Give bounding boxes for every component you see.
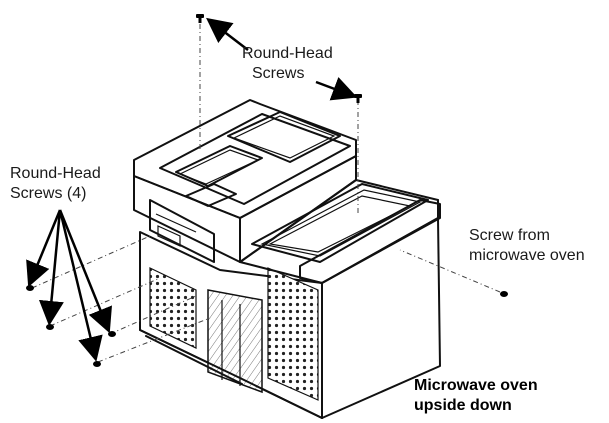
label-left-line-1: Round-Head <box>10 165 101 182</box>
label-screw-from-microwave: Screw from microwave oven <box>469 226 585 266</box>
screw-left-4 <box>93 361 101 367</box>
pointer-arrows <box>26 17 358 362</box>
leader-lines <box>31 24 501 363</box>
top-bracket <box>133 99 357 263</box>
screw-left-1 <box>26 285 34 291</box>
arrow-to-top-left-screw <box>206 17 249 51</box>
screw-left-3 <box>108 331 116 337</box>
label-left-round-head-screws: Round-Head Screws (4) <box>10 164 101 204</box>
label-top-line-1: Round-Head <box>242 45 333 62</box>
arrow-to-left-screw-4 <box>58 209 103 362</box>
screw-top-right <box>354 94 362 103</box>
screw-right <box>500 291 508 297</box>
arrow-to-left-screw-1 <box>26 209 62 288</box>
label-right-line-1: Screw from <box>469 227 550 244</box>
label-top-line-2: Screws <box>252 65 305 82</box>
arrow-to-left-screw-3 <box>58 209 112 334</box>
right-tray <box>239 179 439 284</box>
caption-line-2: upside down <box>414 397 512 414</box>
screw-top-left <box>196 14 204 23</box>
arrow-to-left-screw-2 <box>38 209 64 326</box>
caption-line-1: Microwave oven <box>414 377 538 394</box>
oven-cabinet <box>139 199 441 419</box>
label-left-line-2: Screws (4) <box>10 185 87 202</box>
caption-microwave-upside-down: Microwave oven upside down <box>414 376 538 416</box>
screw-left-2 <box>46 324 54 330</box>
arrow-to-top-right-screw <box>315 77 358 101</box>
label-top-round-head-screws: Round-Head Screws <box>242 44 333 84</box>
label-right-line-2: microwave oven <box>469 247 585 264</box>
